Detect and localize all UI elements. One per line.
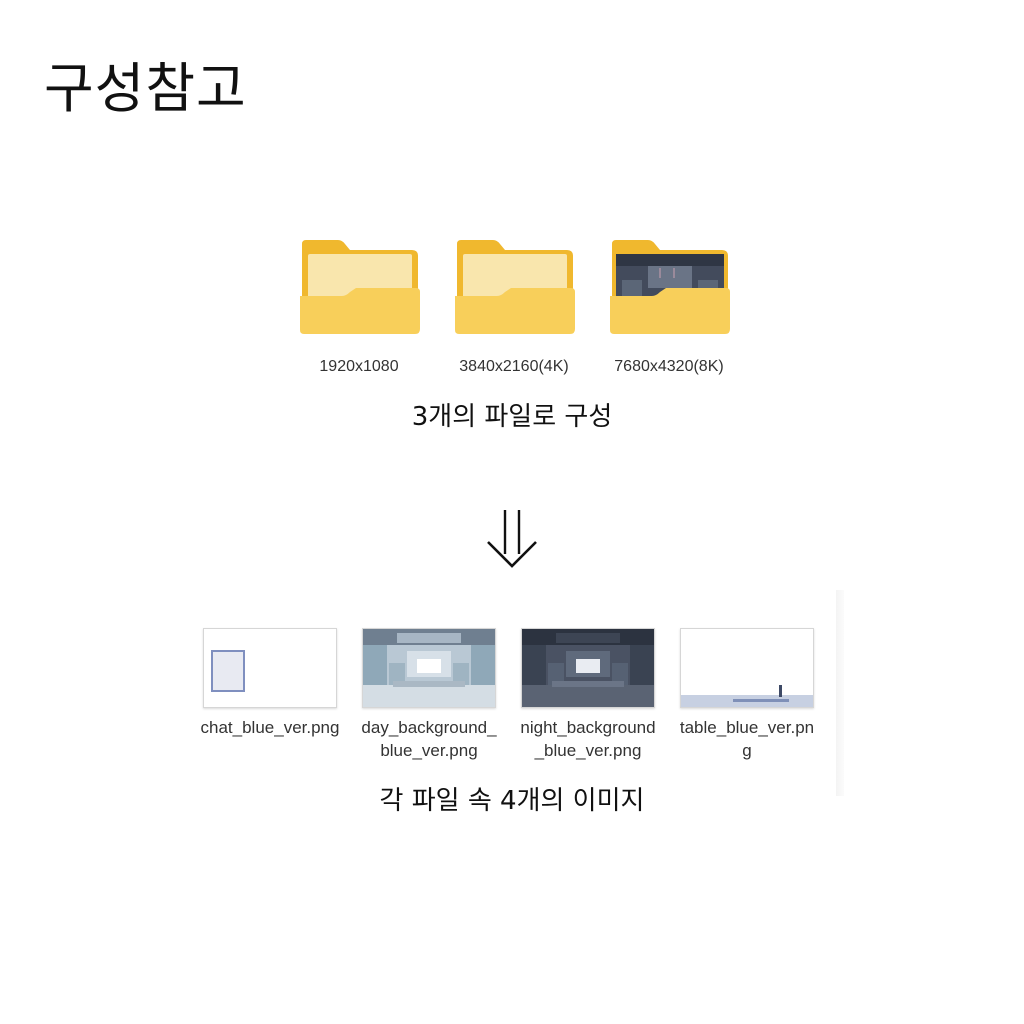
files-panel: chat_blue_ver.png day_background_blue_ve… — [198, 622, 834, 792]
panel-edge — [836, 590, 844, 796]
file-item[interactable]: night_background_blue_ver.png — [518, 628, 658, 762]
table-thumbnail — [680, 628, 814, 708]
file-name: night_background_blue_ver.png — [520, 718, 656, 760]
folder-label: 1920x1080 — [319, 358, 399, 375]
folder-4k[interactable]: 3840x2160(4K) — [451, 236, 577, 376]
folder-icon — [300, 240, 420, 334]
page-title: 구성참고 — [44, 57, 247, 120]
file-name: table_blue_ver.png — [679, 718, 815, 760]
file-item[interactable]: chat_blue_ver.png — [200, 628, 340, 739]
folder-label: 3840x2160(4K) — [459, 358, 569, 375]
file-name: day_background_blue_ver.png — [361, 718, 497, 760]
folder-1920x1080[interactable]: 1920x1080 — [296, 236, 422, 376]
folder-label: 7680x4320(8K) — [614, 358, 724, 375]
files-caption: 각 파일 속 4개의 이미지 — [379, 786, 645, 816]
file-item[interactable]: day_background_blue_ver.png — [359, 628, 499, 762]
file-item[interactable]: table_blue_ver.png — [677, 628, 817, 762]
file-name: chat_blue_ver.png — [200, 718, 340, 737]
folder-8k[interactable]: 7680x4320(8K) — [606, 236, 732, 376]
folder-icon — [455, 240, 575, 334]
chat-thumbnail — [203, 628, 337, 708]
double-down-arrow-icon — [487, 510, 537, 568]
night-background-thumbnail — [521, 628, 655, 708]
folder-with-preview-icon — [610, 240, 730, 334]
folders-caption: 3개의 파일로 구성 — [411, 402, 613, 432]
folder-row: 1920x1080 3840x2160(4K) 7680x4320(8K) — [0, 236, 1024, 386]
day-background-thumbnail — [362, 628, 496, 708]
